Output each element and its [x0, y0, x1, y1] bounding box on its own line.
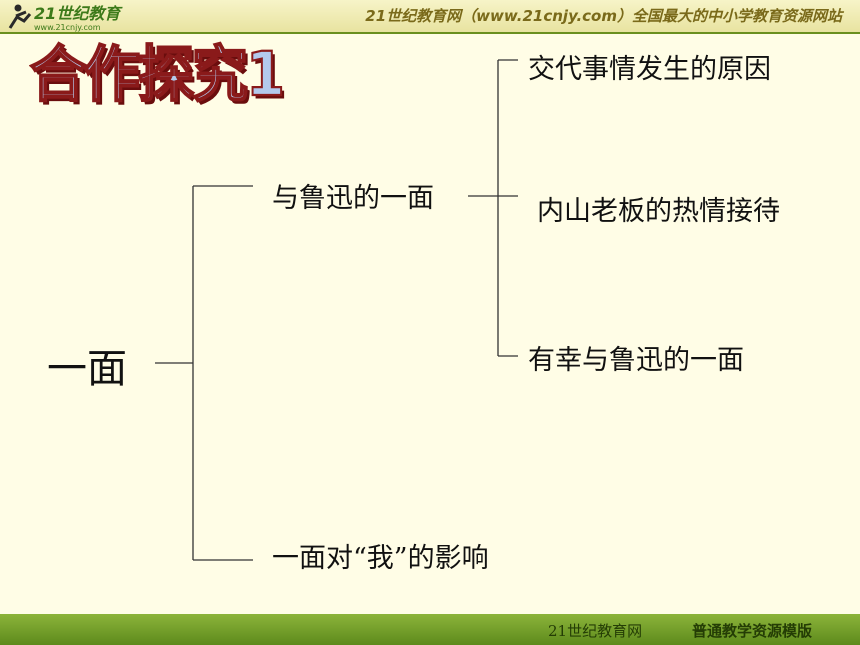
footer-template-name: 普通教学资源模版 — [692, 622, 813, 640]
logo-text: 21世纪教育 — [34, 4, 123, 23]
leaf-node-2: 内山老板的热情接待 — [537, 196, 780, 227]
footer-site-name: 21世纪教育网 — [548, 622, 643, 640]
header-bar: 21世纪教育 www.21cnjy.com 21世纪教育网（www.21cnjy… — [0, 0, 860, 34]
runner-icon — [8, 4, 32, 29]
slide-title: 合作探究1 — [29, 39, 286, 111]
branch-node-2: 一面对“我”的影响 — [272, 543, 489, 574]
site-slogan: 21世纪教育网（www.21cnjy.com）全国最大的中小学教育资源网站 — [365, 7, 842, 25]
leaf-node-1: 交代事情发生的原因 — [528, 54, 771, 85]
logo-url: www.21cnjy.com — [34, 23, 101, 32]
root-node: 一面 — [47, 346, 127, 392]
site-logo: 21世纪教育 www.21cnjy.com — [8, 4, 123, 32]
leaf-node-3: 有幸与鲁迅的一面 — [528, 345, 744, 376]
branch-node-1: 与鲁迅的一面 — [272, 183, 434, 214]
footer-bar — [0, 614, 860, 645]
